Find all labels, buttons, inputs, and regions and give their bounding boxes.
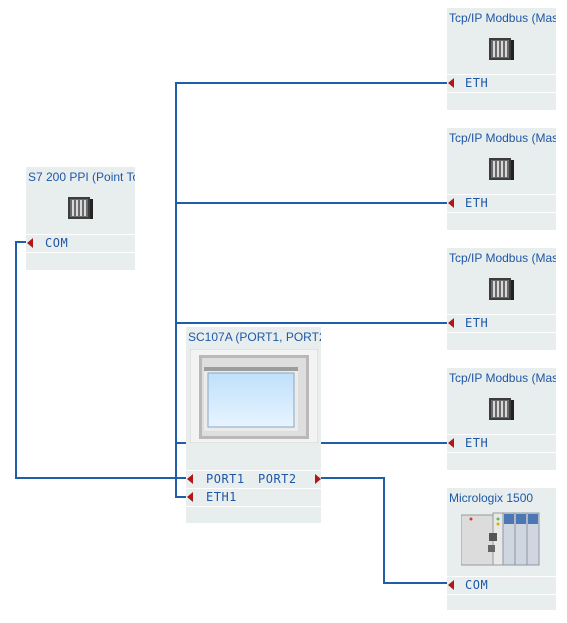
touch-panel-icon — [190, 349, 318, 443]
port-label: COM — [45, 236, 69, 250]
port-label: ETH — [465, 76, 489, 90]
modbus-device-node[interactable]: Tcp/IP Modbus (Mas ETH — [447, 368, 556, 470]
port-arrow-icon — [187, 474, 193, 484]
micrologix-1500-node[interactable]: Micrologix 1500 COM — [447, 488, 556, 610]
port-arrow-icon — [448, 438, 454, 448]
server-rack-icon — [487, 395, 515, 423]
port2-label: PORT2 — [258, 472, 297, 486]
port-arrow-icon — [448, 198, 454, 208]
node-title: SC107A (PORT1, PORT2 — [188, 330, 321, 344]
eth-port[interactable]: ETH — [447, 314, 556, 331]
node-title: S7 200 PPI (Point To — [28, 170, 135, 184]
wire-s7-com-down — [15, 241, 17, 479]
modbus-device-node[interactable]: Tcp/IP Modbus (Mas ETH — [447, 128, 556, 230]
server-rack-icon — [487, 155, 515, 183]
plc-rack-icon — [461, 511, 541, 567]
server-rack-icon — [66, 194, 94, 222]
port-label: ETH — [465, 316, 489, 330]
node-title: Micrologix 1500 — [449, 491, 534, 505]
wire-to-modbus2 — [175, 202, 448, 204]
sc107a-panel-node[interactable]: SC107A (PORT1, PORT2 PORT1 PORT2 ETH1 — [186, 327, 321, 523]
port-label: ETH1 — [206, 490, 237, 504]
bus-vertical — [175, 82, 177, 498]
port-arrow-icon — [187, 492, 193, 502]
server-rack-icon — [487, 35, 515, 63]
node-title: Tcp/IP Modbus (Mas — [449, 371, 556, 385]
wire-to-modbus3 — [175, 322, 448, 324]
node-title: Tcp/IP Modbus (Mas — [449, 131, 556, 145]
eth-port[interactable]: ETH — [447, 434, 556, 451]
port-label: COM — [465, 578, 489, 592]
wire-eth1-stub — [175, 496, 187, 498]
wire-port2-right — [320, 477, 384, 479]
server-rack-icon — [487, 275, 515, 303]
eth-port[interactable]: ETH — [447, 194, 556, 211]
node-title: Tcp/IP Modbus (Mas — [449, 251, 556, 265]
port-arrow-icon — [448, 318, 454, 328]
com-port[interactable]: COM — [447, 576, 556, 593]
port-arrow-icon — [448, 580, 454, 590]
s7-200-ppi-node[interactable]: S7 200 PPI (Point To COM — [26, 167, 135, 270]
port1-label: PORT1 — [206, 472, 245, 486]
modbus-device-node[interactable]: Tcp/IP Modbus (Mas ETH — [447, 8, 556, 110]
wire-s7-to-port1 — [15, 477, 187, 479]
wire-to-micrologix — [383, 582, 448, 584]
com-port[interactable]: COM — [26, 234, 135, 251]
eth-port[interactable]: ETH — [447, 74, 556, 91]
port-label: ETH — [465, 196, 489, 210]
modbus-device-node[interactable]: Tcp/IP Modbus (Mas ETH — [447, 248, 556, 350]
port-label: ETH — [465, 436, 489, 450]
eth1-port[interactable]: ETH1 — [186, 488, 321, 505]
node-title: Tcp/IP Modbus (Mas — [449, 11, 556, 25]
port-arrow-icon — [27, 238, 33, 248]
wire-port2-down — [383, 477, 385, 584]
port-arrow-icon — [315, 474, 321, 484]
wire-to-modbus1 — [175, 82, 448, 84]
port-arrow-icon — [448, 78, 454, 88]
wire-s7-com-stub — [15, 241, 28, 243]
port1-port2-row[interactable]: PORT1 PORT2 — [186, 470, 321, 487]
